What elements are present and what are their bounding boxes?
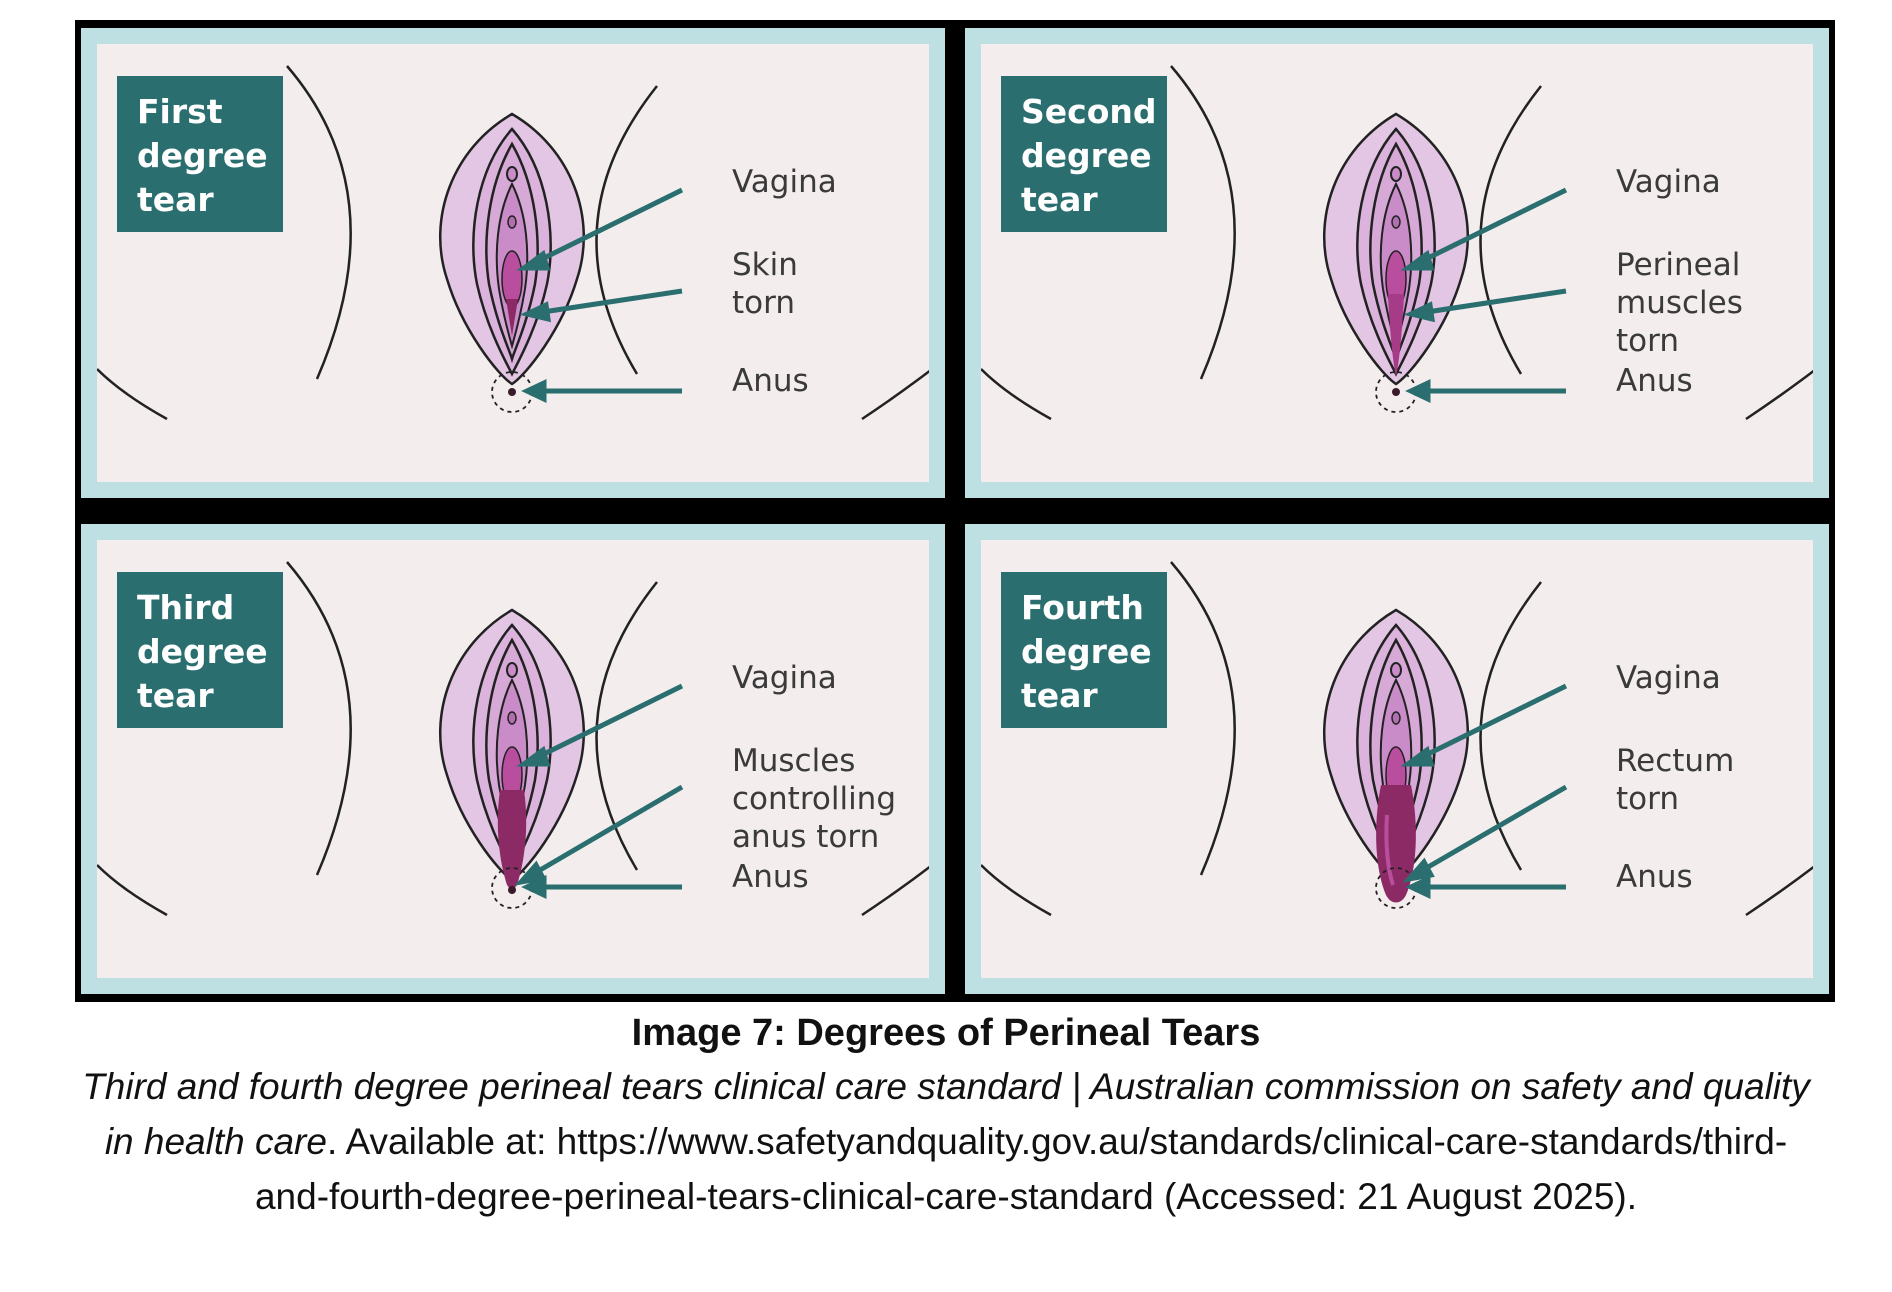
label-muscles-controlling-anus-torn: Muscles controlling anus torn [732, 743, 897, 855]
illustration-first-degree [97, 65, 929, 421]
label-vagina: Vagina [1616, 660, 1721, 696]
pointer-arrows [1400, 683, 1568, 899]
right-buttock-line [861, 369, 929, 421]
tear-area [1388, 294, 1404, 376]
label-vagina: Vagina [732, 164, 837, 200]
degree-tag: First degree tear [117, 76, 283, 232]
figure-caption: Image 7: Degrees of Perineal Tears Third… [60, 1005, 1832, 1224]
clitoris [506, 166, 518, 182]
tear-area [1376, 785, 1416, 903]
left-buttock-line [97, 368, 168, 421]
right-thigh-line [1479, 581, 1542, 871]
clitoris [1390, 662, 1402, 678]
perineal-tears-figure: First degree tear Vagina Skin torn Anus [75, 20, 1835, 1002]
label-skin-torn: Skin torn [732, 247, 798, 321]
illustration-third-degree [97, 561, 929, 917]
left-thigh-line [286, 561, 352, 876]
left-buttock-line [981, 864, 1052, 917]
right-thigh-line [1479, 85, 1542, 375]
anus-dot [1392, 388, 1400, 396]
panel-second-degree: Second degree tear Vagina Perineal muscl… [965, 28, 1829, 498]
label-rectum-torn: Rectum torn [1616, 743, 1735, 817]
right-thigh-line [595, 85, 658, 375]
label-anus: Anus [1616, 363, 1693, 399]
tear-area [506, 299, 518, 336]
right-buttock-line [1745, 865, 1813, 917]
left-buttock-line [981, 368, 1052, 421]
right-buttock-line [861, 865, 929, 917]
left-thigh-line [1170, 561, 1236, 876]
right-buttock-line [1745, 369, 1813, 421]
label-anus: Anus [1616, 859, 1693, 895]
caption-source: Third and fourth degree perineal tears c… [60, 1059, 1832, 1224]
panel-fourth-degree: Fourth degree tear Vagina Rectum torn An… [965, 524, 1829, 994]
illustration-fourth-degree [981, 561, 1813, 917]
caption-title: Image 7: Degrees of Perineal Tears [631, 1012, 1261, 1054]
urethra [1391, 711, 1401, 725]
panel-third-degree: Third degree tear Vagina Muscles control… [81, 524, 945, 994]
clitoris [506, 662, 518, 678]
label-vagina: Vagina [732, 660, 837, 696]
pointer-arrows [516, 187, 684, 403]
panel-first-degree: First degree tear Vagina Skin torn Anus [81, 28, 945, 498]
pointer-arrows [514, 683, 684, 899]
left-thigh-line [1170, 65, 1236, 380]
urethra [507, 215, 517, 229]
tear-area [497, 790, 527, 892]
illustration-second-degree [981, 65, 1813, 421]
urethra [1391, 215, 1401, 229]
vaginal-opening [501, 250, 523, 308]
anus-dot [508, 388, 516, 396]
urethra [507, 711, 517, 725]
right-thigh-line [595, 581, 658, 871]
degree-tag: Third degree tear [117, 572, 283, 728]
degree-tag: Fourth degree tear [1001, 572, 1167, 728]
caption-source-title: Third and fourth degree perineal tears c… [82, 1066, 1810, 1162]
pointer-arrows [1400, 187, 1568, 403]
label-vagina: Vagina [1616, 164, 1721, 200]
label-anus: Anus [732, 363, 809, 399]
clitoris [1390, 166, 1402, 182]
label-perineal-muscles-torn: Perineal muscles torn [1616, 247, 1743, 359]
degree-tag: Second degree tear [1001, 76, 1167, 232]
caption-source-citation: . Available at: https://www.safetyandqua… [254, 1121, 1788, 1217]
left-buttock-line [97, 864, 168, 917]
anus-dot [508, 886, 516, 894]
left-thigh-line [286, 65, 352, 380]
label-anus: Anus [732, 859, 809, 895]
